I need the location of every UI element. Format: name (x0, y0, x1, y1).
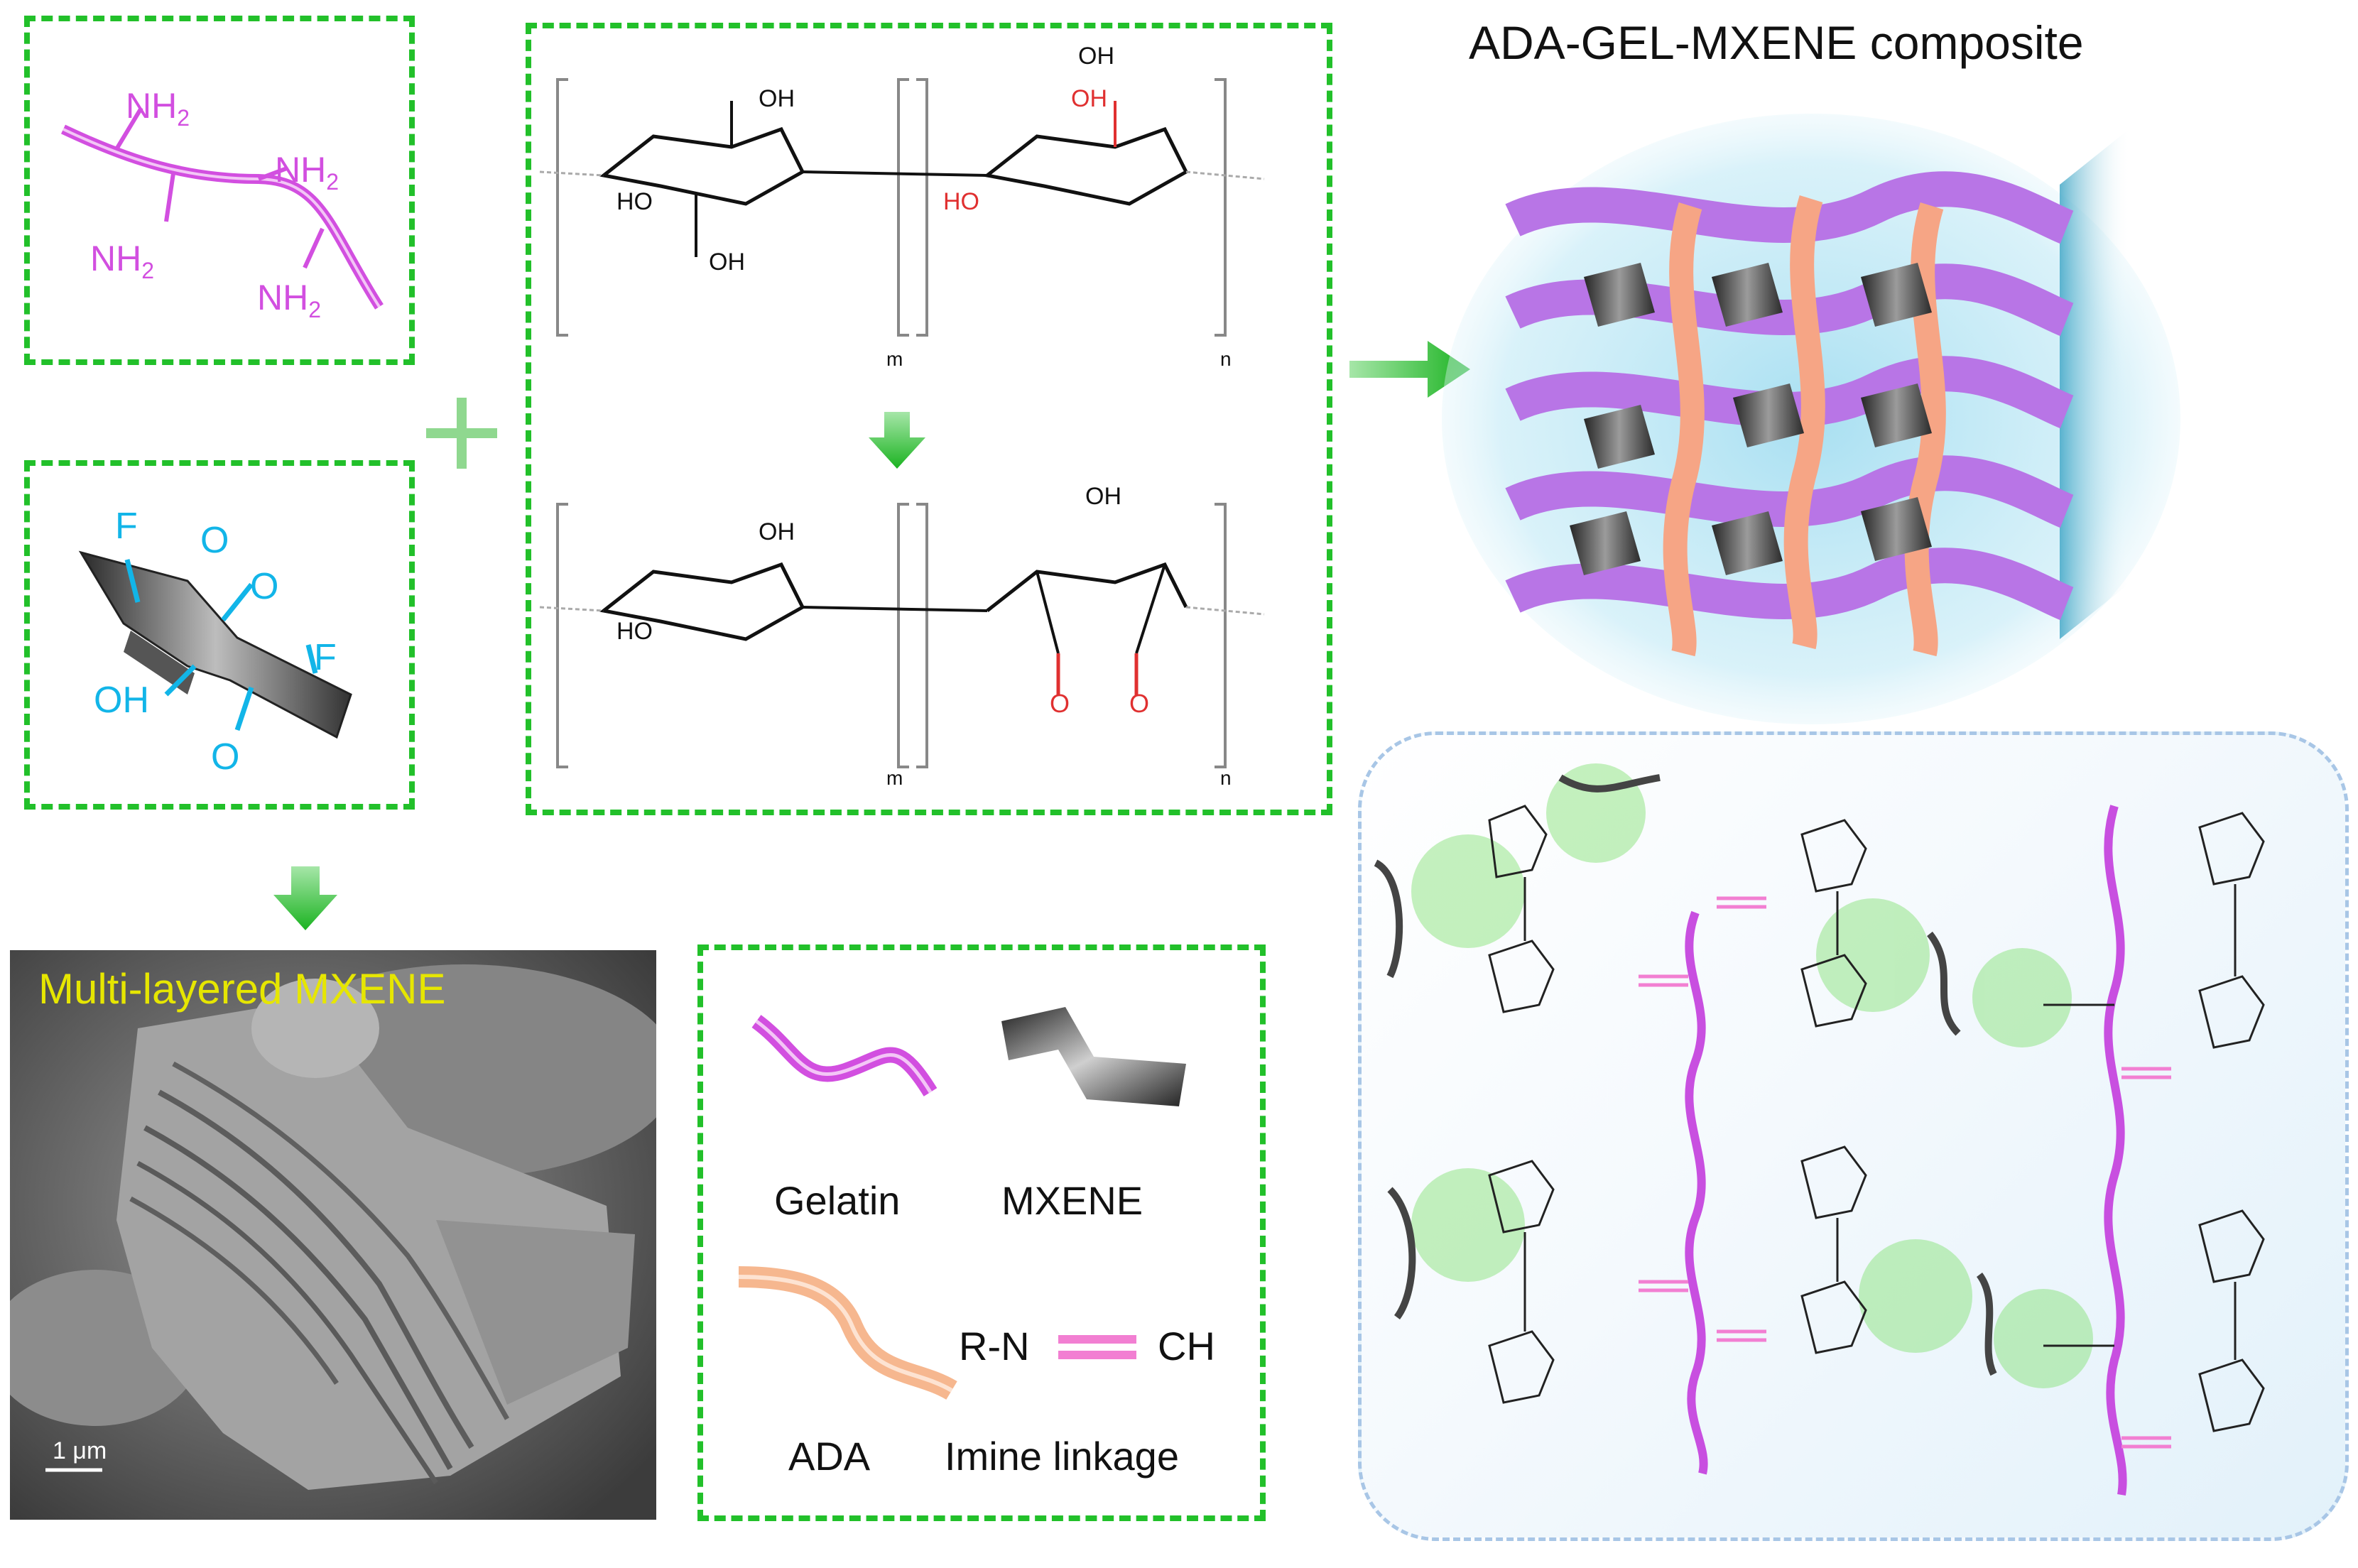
mxene-legend-label: MXENE (1001, 1178, 1143, 1223)
repeat-n-label: n (1220, 348, 1232, 370)
carboxyl-label: OH (1085, 483, 1121, 510)
imine-legend-label: Imine linkage (945, 1434, 1179, 1479)
hydroxyl-label: OH (94, 680, 149, 721)
amine-label: NH2 (90, 239, 155, 283)
alginate-structure-top (539, 78, 1265, 337)
carboxyl-label: OH (1078, 43, 1114, 70)
carboxyl-label: OH (709, 249, 745, 276)
sem-micrograph: Multi-layered MXENE 1 μm (10, 950, 656, 1520)
aldehyde-label: O (1050, 689, 1070, 718)
imine-r-n-label: R-N (959, 1324, 1030, 1368)
amine-label: NH2 (126, 86, 190, 131)
gelatin-legend-icon (751, 1015, 938, 1096)
amine-label: NH2 (257, 278, 322, 322)
plus-icon (426, 398, 497, 469)
imine-ch-label: CH (1158, 1324, 1215, 1368)
mxene-flake-icon (78, 550, 352, 739)
mxene-structure-box: F O O OH F O (24, 460, 415, 810)
legend-box: Gelatin MXENE R-N CH ADA Imine linkage (697, 944, 1266, 1521)
mxene-legend-icon (1001, 1007, 1186, 1106)
sem-texture (10, 950, 656, 1520)
sem-title: Multi-layered MXENE (38, 965, 446, 1013)
gelatin-structure-box: NH2 NH2 NH2 NH2 (24, 16, 415, 365)
arrow-down-icon (869, 412, 925, 469)
repeat-n-label: n (1220, 767, 1232, 789)
amine-label: NH2 (275, 150, 339, 195)
oxygen-label: O (211, 736, 240, 778)
arrow-down-icon (273, 866, 337, 930)
imine-double-bond-icon (1058, 1335, 1136, 1359)
oxygen-label: O (250, 566, 279, 607)
gelatin-legend-label: Gelatin (774, 1178, 901, 1223)
scale-bar-label: 1 μm (53, 1437, 107, 1464)
alginate-structure-bottom (539, 503, 1265, 768)
repeat-m-label: m (886, 348, 903, 370)
fluorine-label: F (115, 506, 138, 547)
ada-legend-icon (738, 1266, 957, 1400)
aldehyde-label: O (1129, 689, 1150, 718)
hydroxyl-label: OH (1071, 85, 1107, 112)
hydroxyl-label: OH (759, 85, 795, 112)
repeat-m-label: m (886, 767, 903, 789)
composite-cube (1442, 114, 2180, 724)
gelatin-chain-icon (61, 107, 384, 310)
fluorine-label: F (314, 637, 337, 678)
alginate-oxidation-box: OH HO OH HO OH OH m n OH HO OH O O m n (526, 23, 1332, 815)
molecular-interaction-panel (1358, 731, 2349, 1541)
hydroxyl-label: HO (616, 618, 653, 645)
hydroxyl-label: HO (616, 188, 653, 215)
hydroxyl-label: HO (943, 188, 979, 215)
composite-title: ADA-GEL-MXENE composite (1469, 16, 2084, 69)
hydroxyl-label: OH (759, 518, 795, 545)
ada-legend-label: ADA (788, 1434, 871, 1479)
interaction-network (1374, 763, 2265, 1496)
arrow-right-icon (1349, 341, 1470, 398)
oxygen-label: O (200, 520, 229, 561)
